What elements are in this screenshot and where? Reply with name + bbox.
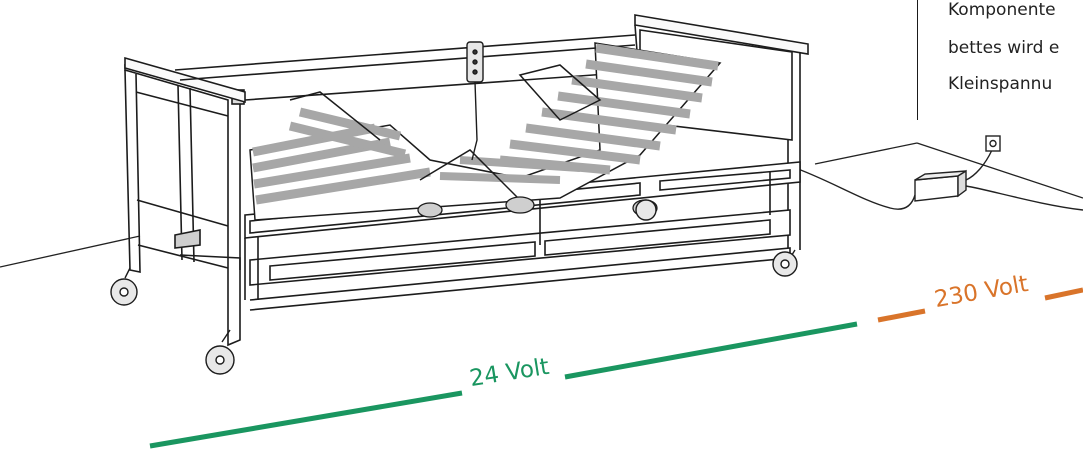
mains-voltage-line [877,287,1083,323]
caption-line-1: Komponente [948,0,1056,20]
caption-line-2: bettes wird e [948,38,1060,58]
caster-wheel [110,199,798,375]
caption-box: Komponente bettes wird e Kleinspannu [917,0,1083,120]
hand-control-icon [466,41,484,161]
low-voltage-line [149,321,858,449]
wall-socket-icon [985,135,1001,152]
power-supply-unit [789,149,1083,211]
slatted-frame [249,42,722,221]
caption-line-3: Kleinspannu [948,74,1053,94]
room-corner [0,142,1083,268]
